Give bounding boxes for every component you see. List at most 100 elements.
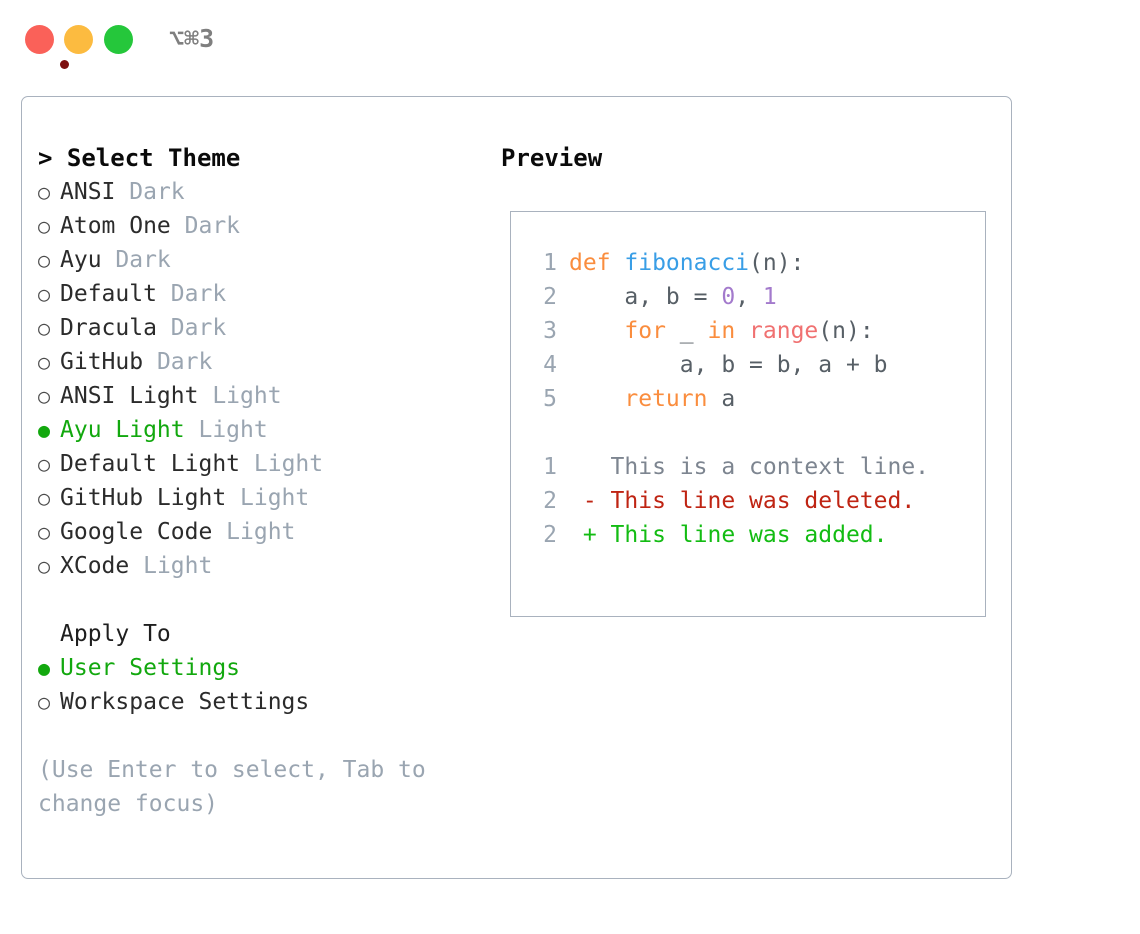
token-plain: _ <box>665 318 708 344</box>
line-number: 4 <box>543 352 557 378</box>
diff-content: - This line was deleted. <box>569 488 916 514</box>
token-call: range <box>749 318 819 344</box>
list-spacer <box>38 583 478 617</box>
code-line: 5 return a <box>511 382 985 416</box>
radio-unselected-icon: ○ <box>38 282 51 306</box>
diff-content: + This line was added. <box>569 522 888 548</box>
theme-option-ansi-light[interactable]: ○ANSI Light Light <box>38 379 478 413</box>
recording-indicator-icon <box>60 60 69 69</box>
theme-option-variant: Light <box>240 485 310 511</box>
theme-option-ansi[interactable]: ○ ANSI Dark <box>38 175 478 209</box>
radio-unselected-icon: ○ <box>38 452 51 476</box>
diff-content: This is a context line. <box>569 454 930 480</box>
theme-option-label: Dracula <box>60 315 171 341</box>
theme-option-label: XCode <box>60 553 144 579</box>
minimize-button[interactable] <box>64 25 93 54</box>
apply-to-option-user-settings[interactable]: ● User Settings <box>38 651 478 685</box>
apply-to-option-workspace-settings[interactable]: ○ Workspace Settings <box>38 685 478 719</box>
diff-line-ctx: 1 This is a context line. <box>511 450 985 484</box>
token-kw: return <box>624 386 708 412</box>
theme-option-default-light[interactable]: ○ Default Light Light <box>38 447 478 481</box>
theme-option-label: ANSI <box>60 179 130 205</box>
theme-selector-card: > Select Theme ○ANSI Dark○Atom One Dark○… <box>21 96 1012 879</box>
token-plain <box>735 318 749 344</box>
theme-option-label: Default <box>60 281 171 307</box>
radio-unselected-icon: ○ <box>38 248 51 272</box>
theme-list-column: > Select Theme ○ANSI Dark○Atom One Dark○… <box>38 141 478 821</box>
theme-option-label: GitHub Light <box>60 485 241 511</box>
close-button[interactable] <box>25 25 69 69</box>
token-plain: (n): <box>818 318 874 344</box>
line-number: 5 <box>543 386 557 412</box>
line-number: 3 <box>543 318 557 344</box>
apply-to-option-label: Workspace Settings <box>60 689 310 715</box>
token-kw: def <box>569 250 625 276</box>
theme-option-xcode[interactable]: ○XCode Light <box>38 549 478 583</box>
theme-option-variant: Dark <box>156 349 213 375</box>
line-number: 1 <box>543 454 557 480</box>
keyboard-shortcut-label: ⌥⌘3 <box>169 24 215 53</box>
theme-option-variant: Dark <box>170 315 227 341</box>
radio-selected-icon: ● <box>38 656 51 680</box>
apply-to-header: Apply To <box>60 621 171 647</box>
token-kw: for <box>624 318 666 344</box>
line-number: 2 <box>543 522 557 548</box>
select-theme-header: > Select Theme <box>38 144 241 172</box>
theme-option-github-light[interactable]: ○ GitHub Light Light <box>38 481 478 515</box>
radio-unselected-icon: ○ <box>38 690 51 714</box>
theme-option-ayu-light[interactable]: ●Ayu Light Light <box>38 413 478 447</box>
apply-to-option-label: User Settings <box>60 655 241 681</box>
token-plain: , <box>735 284 763 310</box>
token-num: 0 <box>721 284 736 310</box>
theme-option-label: Atom One <box>60 213 185 239</box>
line-number: 2 <box>543 284 557 310</box>
token-plain: a <box>707 386 736 412</box>
code-content: a, b = b, a + b <box>569 348 888 382</box>
radio-unselected-icon: ○ <box>38 520 51 544</box>
theme-option-github[interactable]: ○GitHub Dark <box>38 345 478 379</box>
line-number: 2 <box>543 488 557 514</box>
line-number: 1 <box>543 250 557 276</box>
theme-option-label: Ayu <box>60 247 116 273</box>
code-diff-gap <box>511 416 985 450</box>
token-plain <box>569 318 624 344</box>
theme-option-atom-one[interactable]: ○ Atom One Dark <box>38 209 478 243</box>
token-num: 1 <box>762 284 777 310</box>
token-plain: a, b = b, a + b <box>569 352 888 378</box>
theme-option-default[interactable]: ○ Default Dark <box>38 277 478 311</box>
radio-unselected-icon: ○ <box>38 384 51 408</box>
theme-option-variant: Light <box>253 451 324 477</box>
code-line: 1 def fibonacci(n): <box>511 246 985 280</box>
diff-line-del: 2 - This line was deleted. <box>511 484 985 518</box>
radio-unselected-icon: ○ <box>38 214 51 238</box>
theme-option-label: GitHub <box>60 349 157 375</box>
theme-option-variant: Dark <box>170 281 227 307</box>
preview-header: Preview <box>501 144 603 172</box>
theme-option-ayu[interactable]: ○ Ayu Dark <box>38 243 478 277</box>
maximize-button[interactable] <box>104 25 133 54</box>
radio-selected-icon: ● <box>38 418 51 442</box>
code-line: 2 a, b = 0, 1 <box>511 280 985 314</box>
theme-option-variant: Dark <box>129 179 185 205</box>
theme-option-variant: Light <box>226 519 296 545</box>
code-line: 3 for _ in range(n): <box>511 314 985 348</box>
theme-option-google-code[interactable]: ○Google Code Light <box>38 515 478 549</box>
radio-unselected-icon: ○ <box>38 486 51 510</box>
diff-sample: 1 This is a context line.2 - This line w… <box>511 450 985 552</box>
theme-option-label: Default Light <box>60 451 254 477</box>
code-content: a, b = 0, 1 <box>569 280 777 314</box>
theme-option-variant: Dark <box>115 247 171 273</box>
radio-unselected-icon: ○ <box>38 180 51 204</box>
title-bar: ⌥⌘3 <box>0 0 1140 80</box>
radio-unselected-icon: ○ <box>38 316 51 340</box>
code-content: def fibonacci(n): <box>569 246 804 280</box>
token-plain: (n): <box>749 250 805 276</box>
theme-option-variant: Light <box>212 383 282 409</box>
theme-option-dracula[interactable]: ○ Dracula Dark <box>38 311 478 345</box>
code-content: return a <box>569 382 735 416</box>
theme-option-variant: Dark <box>184 213 241 239</box>
